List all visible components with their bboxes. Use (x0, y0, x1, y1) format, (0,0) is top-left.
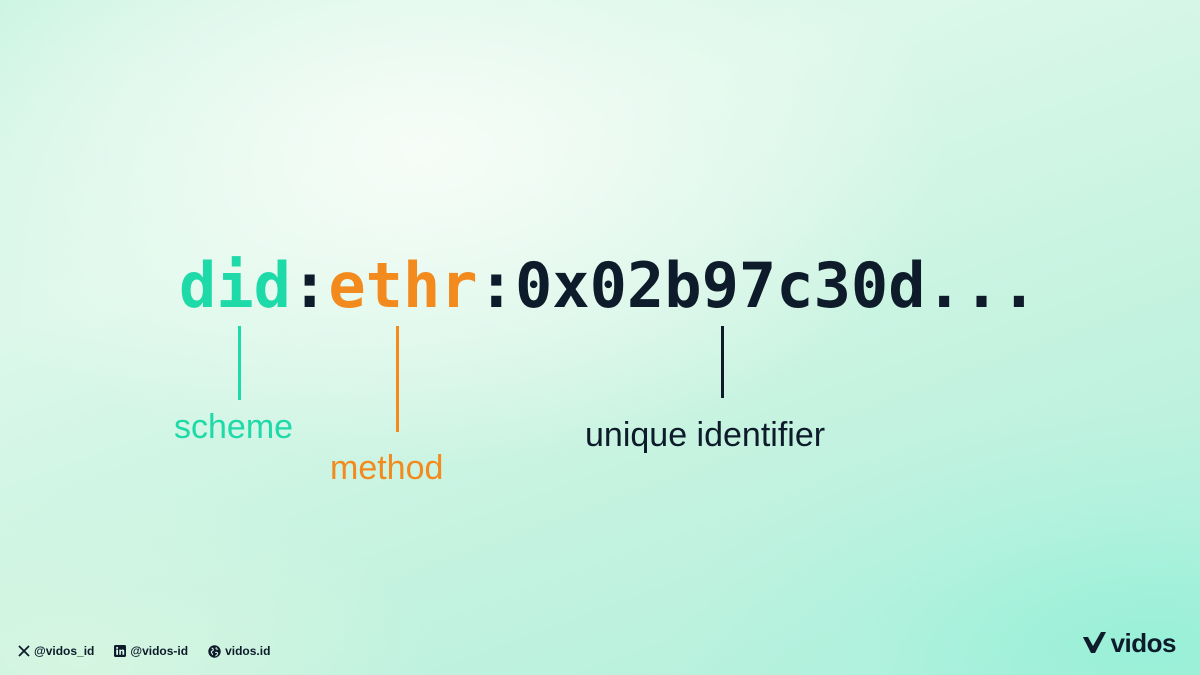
x-social-link[interactable]: @vidos_id (18, 644, 94, 658)
linkedin-social-link[interactable]: @vidos-id (114, 644, 188, 658)
website-link[interactable]: vidos.id (208, 644, 270, 658)
did-string: did:ethr:0x02b97c30d... (179, 255, 1038, 317)
linkedin-handle: @vidos-id (130, 644, 189, 658)
identifier-label: unique identifier (585, 416, 826, 454)
vidos-check-logo-icon (1082, 632, 1106, 653)
website-url: vidos.id (225, 644, 271, 658)
identifier-connector-line (721, 326, 724, 398)
method-label: method (330, 449, 444, 487)
vidos-brand: vidos (1081, 628, 1177, 658)
did-separator: : (477, 249, 515, 322)
method-connector-line (396, 326, 399, 432)
x-logo-icon (18, 645, 30, 657)
did-method: ethr (328, 249, 478, 322)
did-scheme: did (179, 249, 291, 322)
social-footer: @vidos_id @vidos-id vidos.id (18, 644, 270, 658)
linkedin-icon (114, 645, 127, 657)
brand-name: vidos (1110, 628, 1177, 658)
globe-icon (208, 644, 221, 658)
scheme-label: scheme (174, 408, 294, 446)
scheme-connector-line (238, 326, 241, 400)
did-identifier: 0x02b97c30d... (514, 249, 1038, 322)
x-handle: @vidos_id (34, 644, 95, 658)
did-separator: : (290, 249, 329, 322)
